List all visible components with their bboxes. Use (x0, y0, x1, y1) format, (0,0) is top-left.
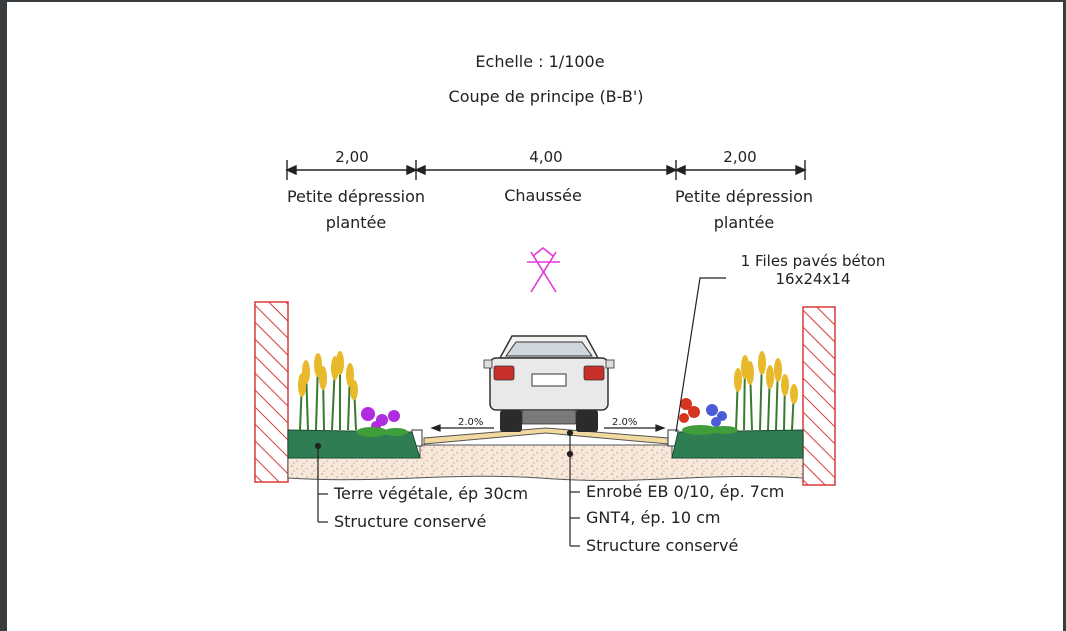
right-layer-gnt: GNT4, ép. 10 cm (586, 508, 721, 527)
left-layer-topsoil: Terre végétale, ép 30cm (334, 484, 529, 503)
dimension-line (285, 160, 807, 180)
dimension-right-value: 2,00 (723, 148, 757, 166)
right-layer-asphalt: Enrobé EB 0/10, ép. 7cm (586, 482, 785, 501)
lighting-symbol-icon (527, 246, 560, 293)
window-border-top (0, 0, 1066, 2)
slope-right-label: 2.0% (612, 417, 638, 428)
zone-left-label-line2: plantée (325, 213, 387, 232)
left-vegetation (298, 351, 408, 437)
dimension-left-value: 2,00 (335, 148, 369, 166)
window-border-right (1063, 0, 1066, 631)
slope-arrows (430, 424, 666, 432)
right-wall (802, 306, 836, 486)
left-layer-structure: Structure conservé (334, 512, 487, 531)
right-vegetation (679, 351, 798, 435)
car-rear-view-icon (483, 335, 615, 432)
slope-left-label: 2.0% (458, 417, 484, 428)
window-border-left (0, 0, 7, 631)
right-layer-structure: Structure conservé (586, 536, 739, 555)
leader-lines (314, 277, 726, 547)
right-planted-bed (671, 429, 804, 459)
dimension-center-value: 4,00 (529, 148, 563, 166)
zone-left-label-line1: Petite dépression (286, 187, 426, 206)
zone-center-label: Chaussée (504, 186, 582, 205)
ground-structure (287, 444, 804, 482)
pavers-label-line1: 1 Files pavés béton (740, 252, 886, 270)
scale-label: Echelle : 1/100e (475, 52, 605, 71)
zone-right-label-line2: plantée (713, 213, 775, 232)
left-wall (254, 301, 289, 483)
pavers-label-line2: 16x24x14 (775, 270, 851, 288)
asphalt-surface (423, 427, 669, 445)
section-title: Coupe de principe (B-B') (448, 87, 644, 106)
zone-right-label-line1: Petite dépression (674, 187, 814, 206)
